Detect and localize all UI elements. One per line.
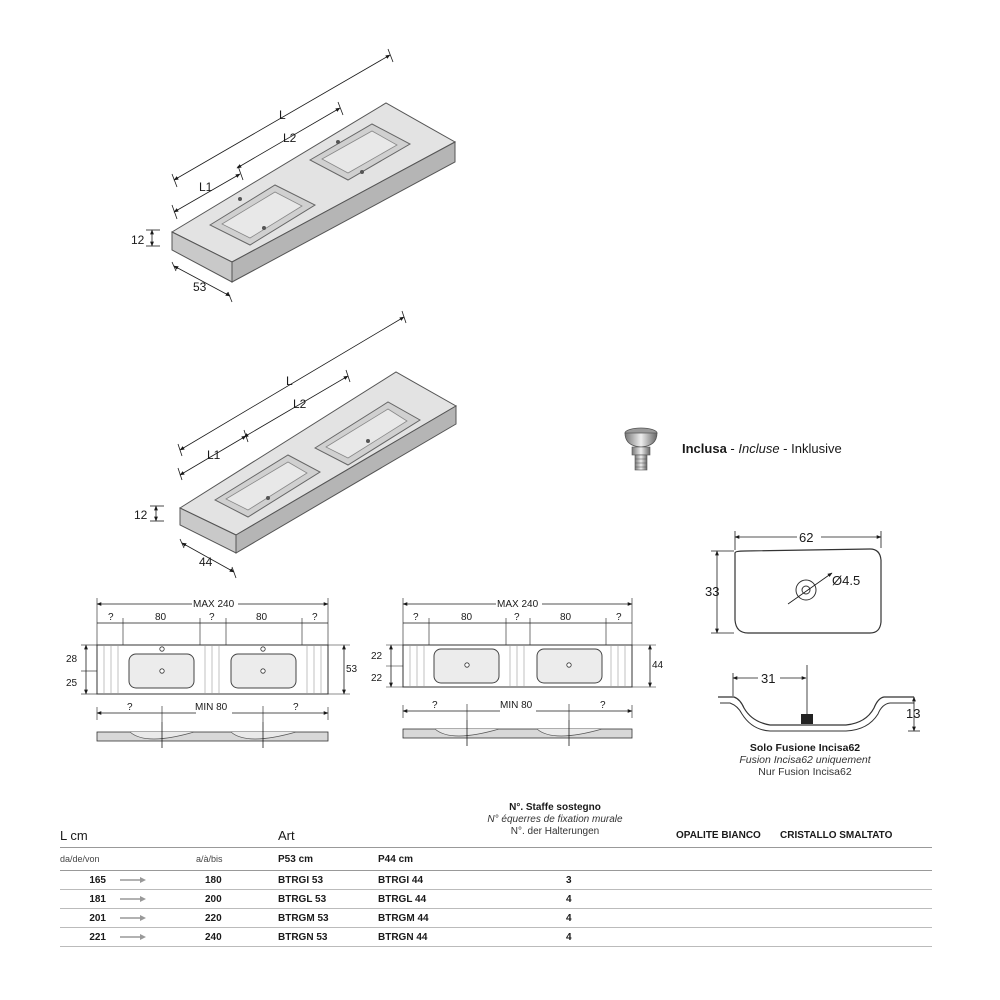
row-from: 181 [60,889,118,909]
plan44-basin2: 80 [560,612,572,623]
col-l-header: L cm [60,823,278,848]
table-row: 201 220 BTRGM 53 BTRGM 44 4 [60,908,932,928]
top-L1-label: L1 [199,180,213,194]
drain-included-label: Inclusa - Incluse - Inklusive [682,441,842,456]
plan44-h1: 22 [371,651,383,662]
row-from: 201 [60,908,118,928]
to-header: a/à/bis [178,847,278,871]
from-header: da/de/von [60,847,178,871]
inclusa-sep2: - [779,441,792,456]
top-L2-label: L2 [283,131,297,145]
solo-it: Solo Fusione Incisa62 [749,742,861,754]
row-p44: BTRGM 44 [378,908,548,928]
plan44-depth: 44 [652,660,664,671]
basin-detail-section: 31 13 [718,665,920,732]
row-p44: BTRGL 44 [378,889,548,909]
basin-hole-label: Ø4.5 [832,573,860,588]
row-to: 200 [178,889,278,909]
top-depth-label: 53 [193,280,207,294]
row-staffe: 4 [548,927,676,947]
arrow-right-icon [120,933,146,940]
plan44-q5: ? [600,700,606,711]
inclusa-de: Inklusive [791,441,842,456]
plan53-basin1: 80 [155,612,167,623]
plan53-q3: ? [312,612,318,623]
iso-vanity-53: L L2 L1 12 53 [131,48,457,303]
mid-depth-label: 44 [199,555,213,569]
drain-icon [624,427,658,471]
row-from: 165 [60,870,118,890]
col-opalite-header: OPALITE BIANCO [676,823,780,848]
plan53-max-label: MAX 240 [193,599,235,610]
plan44-q1: ? [413,612,419,623]
plan53-basin2: 80 [256,612,268,623]
plan44-q4: ? [432,700,438,711]
mid-height-label: 12 [134,508,148,522]
row-staffe: 4 [548,908,676,928]
arrow-right-icon [120,895,146,902]
row-p44: BTRGI 44 [378,870,548,890]
row-staffe: 3 [548,870,676,890]
plan44-basin1: 80 [461,612,473,623]
p53-header: P53 cm [278,847,378,871]
row-p53: BTRGN 53 [278,927,378,947]
table-row: 181 200 BTRGL 53 BTRGL 44 4 [60,889,932,909]
iso-vanity-44: L L2 L1 12 44 [134,310,458,579]
plan44-q2: ? [514,612,520,623]
spec-table: L cm Art OPALITE BIANCO CRISTALLO SMALTA… [60,823,932,947]
row-to: 180 [178,870,278,890]
top-L-label: L [279,108,286,122]
inclusa-fr: Incluse [738,441,780,456]
row-p53: BTRGI 53 [278,870,378,890]
plan53-h2: 25 [66,678,78,689]
col-art-header: Art [278,823,676,848]
basin-height-label: 13 [906,706,920,721]
plan44-h2: 22 [371,673,383,684]
basin-detail-top: 62 33 Ø4.5 [705,530,882,634]
plan-view-44: MAX 240 ? 80 ? 80 ? 22 22 44 [371,597,664,746]
inclusa-it: Inclusa [682,441,727,456]
col-cristallo-header: CRISTALLO SMALTATO [780,823,932,848]
staffe-fr: N° équerres de fixation murale [487,814,623,825]
plan53-q2: ? [209,612,215,623]
row-staffe: 4 [548,889,676,909]
plan53-depth: 53 [346,664,358,675]
row-to: 240 [178,927,278,947]
table-row: 165 180 BTRGI 53 BTRGI 44 3 [60,870,932,890]
basin-width-label: 62 [799,530,813,545]
staffe-it: N°. Staffe sostegno [509,802,601,813]
p44-header: P44 cm [378,847,548,871]
plan44-q3: ? [616,612,622,623]
table-row: 221 240 BTRGN 53 BTRGN 44 4 [60,927,932,947]
basin-depth-label: 33 [705,584,719,599]
plan44-min: MIN 80 [500,700,533,711]
inclusa-sep1: - [726,441,739,456]
row-p53: BTRGM 53 [278,908,378,928]
plan53-min: MIN 80 [195,702,228,713]
solo-fusione-note: Solo Fusione Incisa62 Fusion Incisa62 un… [700,742,910,778]
basin-offset-label: 31 [761,671,775,686]
plan53-q5: ? [293,702,299,713]
plan53-q1: ? [108,612,114,623]
plan-view-53: MAX 240 ? 80 ? 80 ? 28 25 53 [66,597,358,748]
row-to: 220 [178,908,278,928]
mid-L1-label: L1 [207,448,221,462]
plan44-max-label: MAX 240 [497,599,539,610]
row-p44: BTRGN 44 [378,927,548,947]
mid-L2-label: L2 [293,397,307,411]
mid-L-label: L [286,374,293,388]
row-from: 221 [60,927,118,947]
row-p53: BTRGL 53 [278,889,378,909]
solo-de: Nur Fusion Incisa62 [758,766,852,778]
top-height-label: 12 [131,233,145,247]
arrow-right-icon [120,876,146,883]
solo-fr: Fusion Incisa62 uniquement [739,754,871,766]
arrow-right-icon [120,914,146,921]
plan53-q4: ? [127,702,133,713]
plan53-h1: 28 [66,654,78,665]
